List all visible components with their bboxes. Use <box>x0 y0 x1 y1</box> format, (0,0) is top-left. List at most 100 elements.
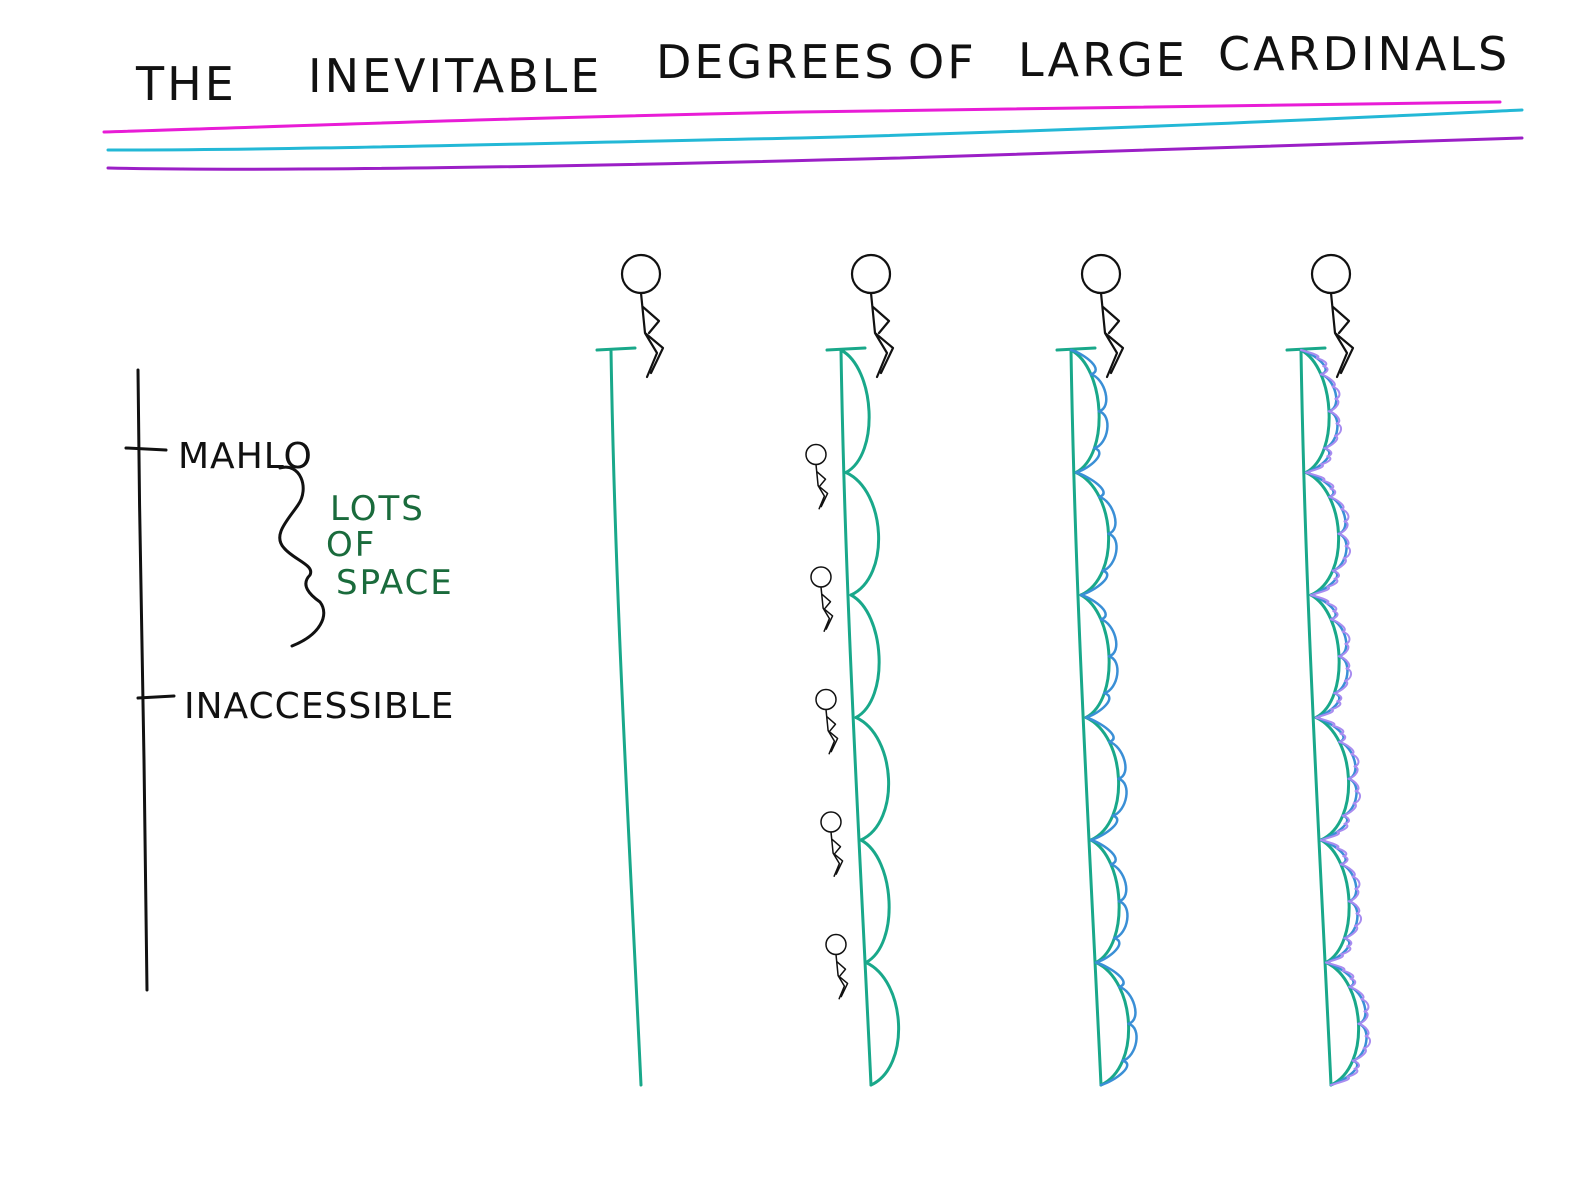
tower-1 <box>595 253 665 1087</box>
tower-level-3-arc <box>1338 655 1351 670</box>
tick-mahlo <box>124 446 168 452</box>
tower-level-3-arc <box>1333 422 1343 437</box>
tower-level-3-arc <box>1360 998 1370 1013</box>
tower-level-2-arc <box>1093 410 1109 450</box>
tower-level-3-arc <box>1319 365 1329 376</box>
stick-figure-head <box>1310 253 1352 295</box>
tower-level-1-arc <box>844 471 880 597</box>
tower-level-3-arc <box>1330 1075 1350 1086</box>
title-word-inevitable: INEVITABLE <box>308 49 602 103</box>
tower-level-3-arc <box>1339 863 1356 878</box>
tower-level-3-arc <box>1341 630 1351 645</box>
tower-level-3-arc <box>1328 487 1337 498</box>
tower-level-1-arc <box>864 961 900 1087</box>
stick-figure-body <box>825 708 839 755</box>
title-word-of: OF <box>908 35 977 89</box>
tower-trunk <box>595 346 643 1087</box>
stick-figure-head <box>815 688 837 711</box>
tower-level-2-arc <box>1089 838 1117 866</box>
tower-level-1-arc <box>859 838 891 964</box>
tower-level-3-arc <box>1348 985 1365 1001</box>
tower-level-3-arc <box>1329 610 1339 621</box>
tower-level-2-arc <box>1074 446 1101 474</box>
title-underlines <box>102 100 1524 171</box>
tower-level-2-arc <box>1094 961 1125 989</box>
tower-level-2-arc <box>1079 569 1109 597</box>
tower-level-2-arc <box>1098 495 1117 535</box>
note-line-of: OF <box>326 525 376 565</box>
tower-level-2-arc <box>1079 593 1107 621</box>
tower-level-2-arc <box>1084 691 1111 719</box>
title-word-degrees: DEGREES <box>656 35 896 89</box>
tower-3 <box>1055 253 1138 1087</box>
tower-level-3-arc <box>1348 977 1357 988</box>
tower-level-3-arc <box>1331 569 1340 580</box>
tower-level-3-arc <box>1351 1059 1360 1070</box>
tower-level-2-arc <box>1111 777 1128 817</box>
stick-figure-head <box>805 443 827 466</box>
tower-level-3-arc <box>1340 945 1352 956</box>
stick-figure-body <box>1099 291 1125 379</box>
tower-level-2-arc <box>1099 618 1118 658</box>
stick-figure-body <box>869 291 895 379</box>
stick-figure-body <box>830 831 844 877</box>
tower-level-2-arc <box>1101 532 1118 572</box>
tower-level-2-arc <box>1089 814 1119 842</box>
tower-level-2-arc <box>1118 985 1137 1025</box>
tower-trunk <box>825 346 873 1087</box>
tower-level-3-arc <box>1320 455 1332 466</box>
tower-4 <box>1285 253 1371 1087</box>
tower-level-2-arc <box>1069 348 1097 376</box>
stick-figure-top <box>620 253 665 379</box>
tower-level-3-arc <box>1319 373 1336 388</box>
tower-level-2-arc <box>1084 716 1115 744</box>
tower-level-3-arc <box>1353 912 1363 927</box>
tower-level-3-arc <box>1336 822 1349 833</box>
tower-level-3-arc <box>1341 802 1357 817</box>
stick-figure-head <box>810 566 832 588</box>
tower-level-3-arc <box>1331 557 1347 572</box>
stick-figure-small <box>810 566 834 632</box>
tower-level-3-arc <box>1331 385 1341 400</box>
tower-level-3-arc <box>1340 508 1350 523</box>
stick-figure-top <box>1310 253 1355 379</box>
tower-level-2-arc <box>1103 655 1119 695</box>
tower-level-3-arc <box>1343 937 1353 948</box>
tower-level-3-arc <box>1328 410 1341 425</box>
tower-level-3-arc <box>1326 577 1339 588</box>
note-line-lots: LOTS <box>330 489 425 529</box>
stick-figure-small <box>805 443 829 510</box>
note-lots-of-space: LOTS OF SPACE <box>326 489 454 603</box>
stick-figure-head <box>620 253 662 295</box>
tower-trunk <box>1055 346 1103 1087</box>
title-underline-pink <box>102 100 1502 134</box>
stick-figure-head <box>820 811 842 833</box>
stick-figure-small <box>820 811 844 877</box>
tower-trunk <box>1285 346 1333 1087</box>
title-word-large: LARGE <box>1018 33 1188 87</box>
stick-figure-small <box>815 688 839 755</box>
tower-level-2-arc <box>1113 900 1129 940</box>
tower-level-3-arc <box>1347 777 1360 793</box>
cardinal-scale <box>124 368 326 992</box>
note-line-space: SPACE <box>336 563 454 603</box>
tower-level-3-arc <box>1352 790 1361 805</box>
tick-inaccessible <box>136 694 176 700</box>
stick-figure-head <box>850 253 892 295</box>
towers <box>595 253 1371 1087</box>
tower-level-3-arc <box>1323 447 1333 458</box>
stick-figure-body <box>639 291 665 379</box>
tower-level-3-arc <box>1348 900 1361 915</box>
tower-level-3-arc <box>1339 855 1349 866</box>
tower-level-2-arc <box>1108 740 1127 780</box>
tower-level-3-arc <box>1350 753 1360 768</box>
tower-level-3-arc <box>1351 1047 1367 1062</box>
label-inaccessible: INACCESSIBLE <box>184 686 454 727</box>
tower-level-2-arc <box>1094 936 1121 964</box>
stick-figure-body <box>1329 291 1355 379</box>
tower-level-3-arc <box>1342 545 1351 560</box>
title: THE INEVITABLE DEGREES OF LARGE CARDINAL… <box>135 27 1510 111</box>
stick-figure-top <box>850 253 895 379</box>
title-word-cardinals: CARDINALS <box>1218 27 1510 81</box>
